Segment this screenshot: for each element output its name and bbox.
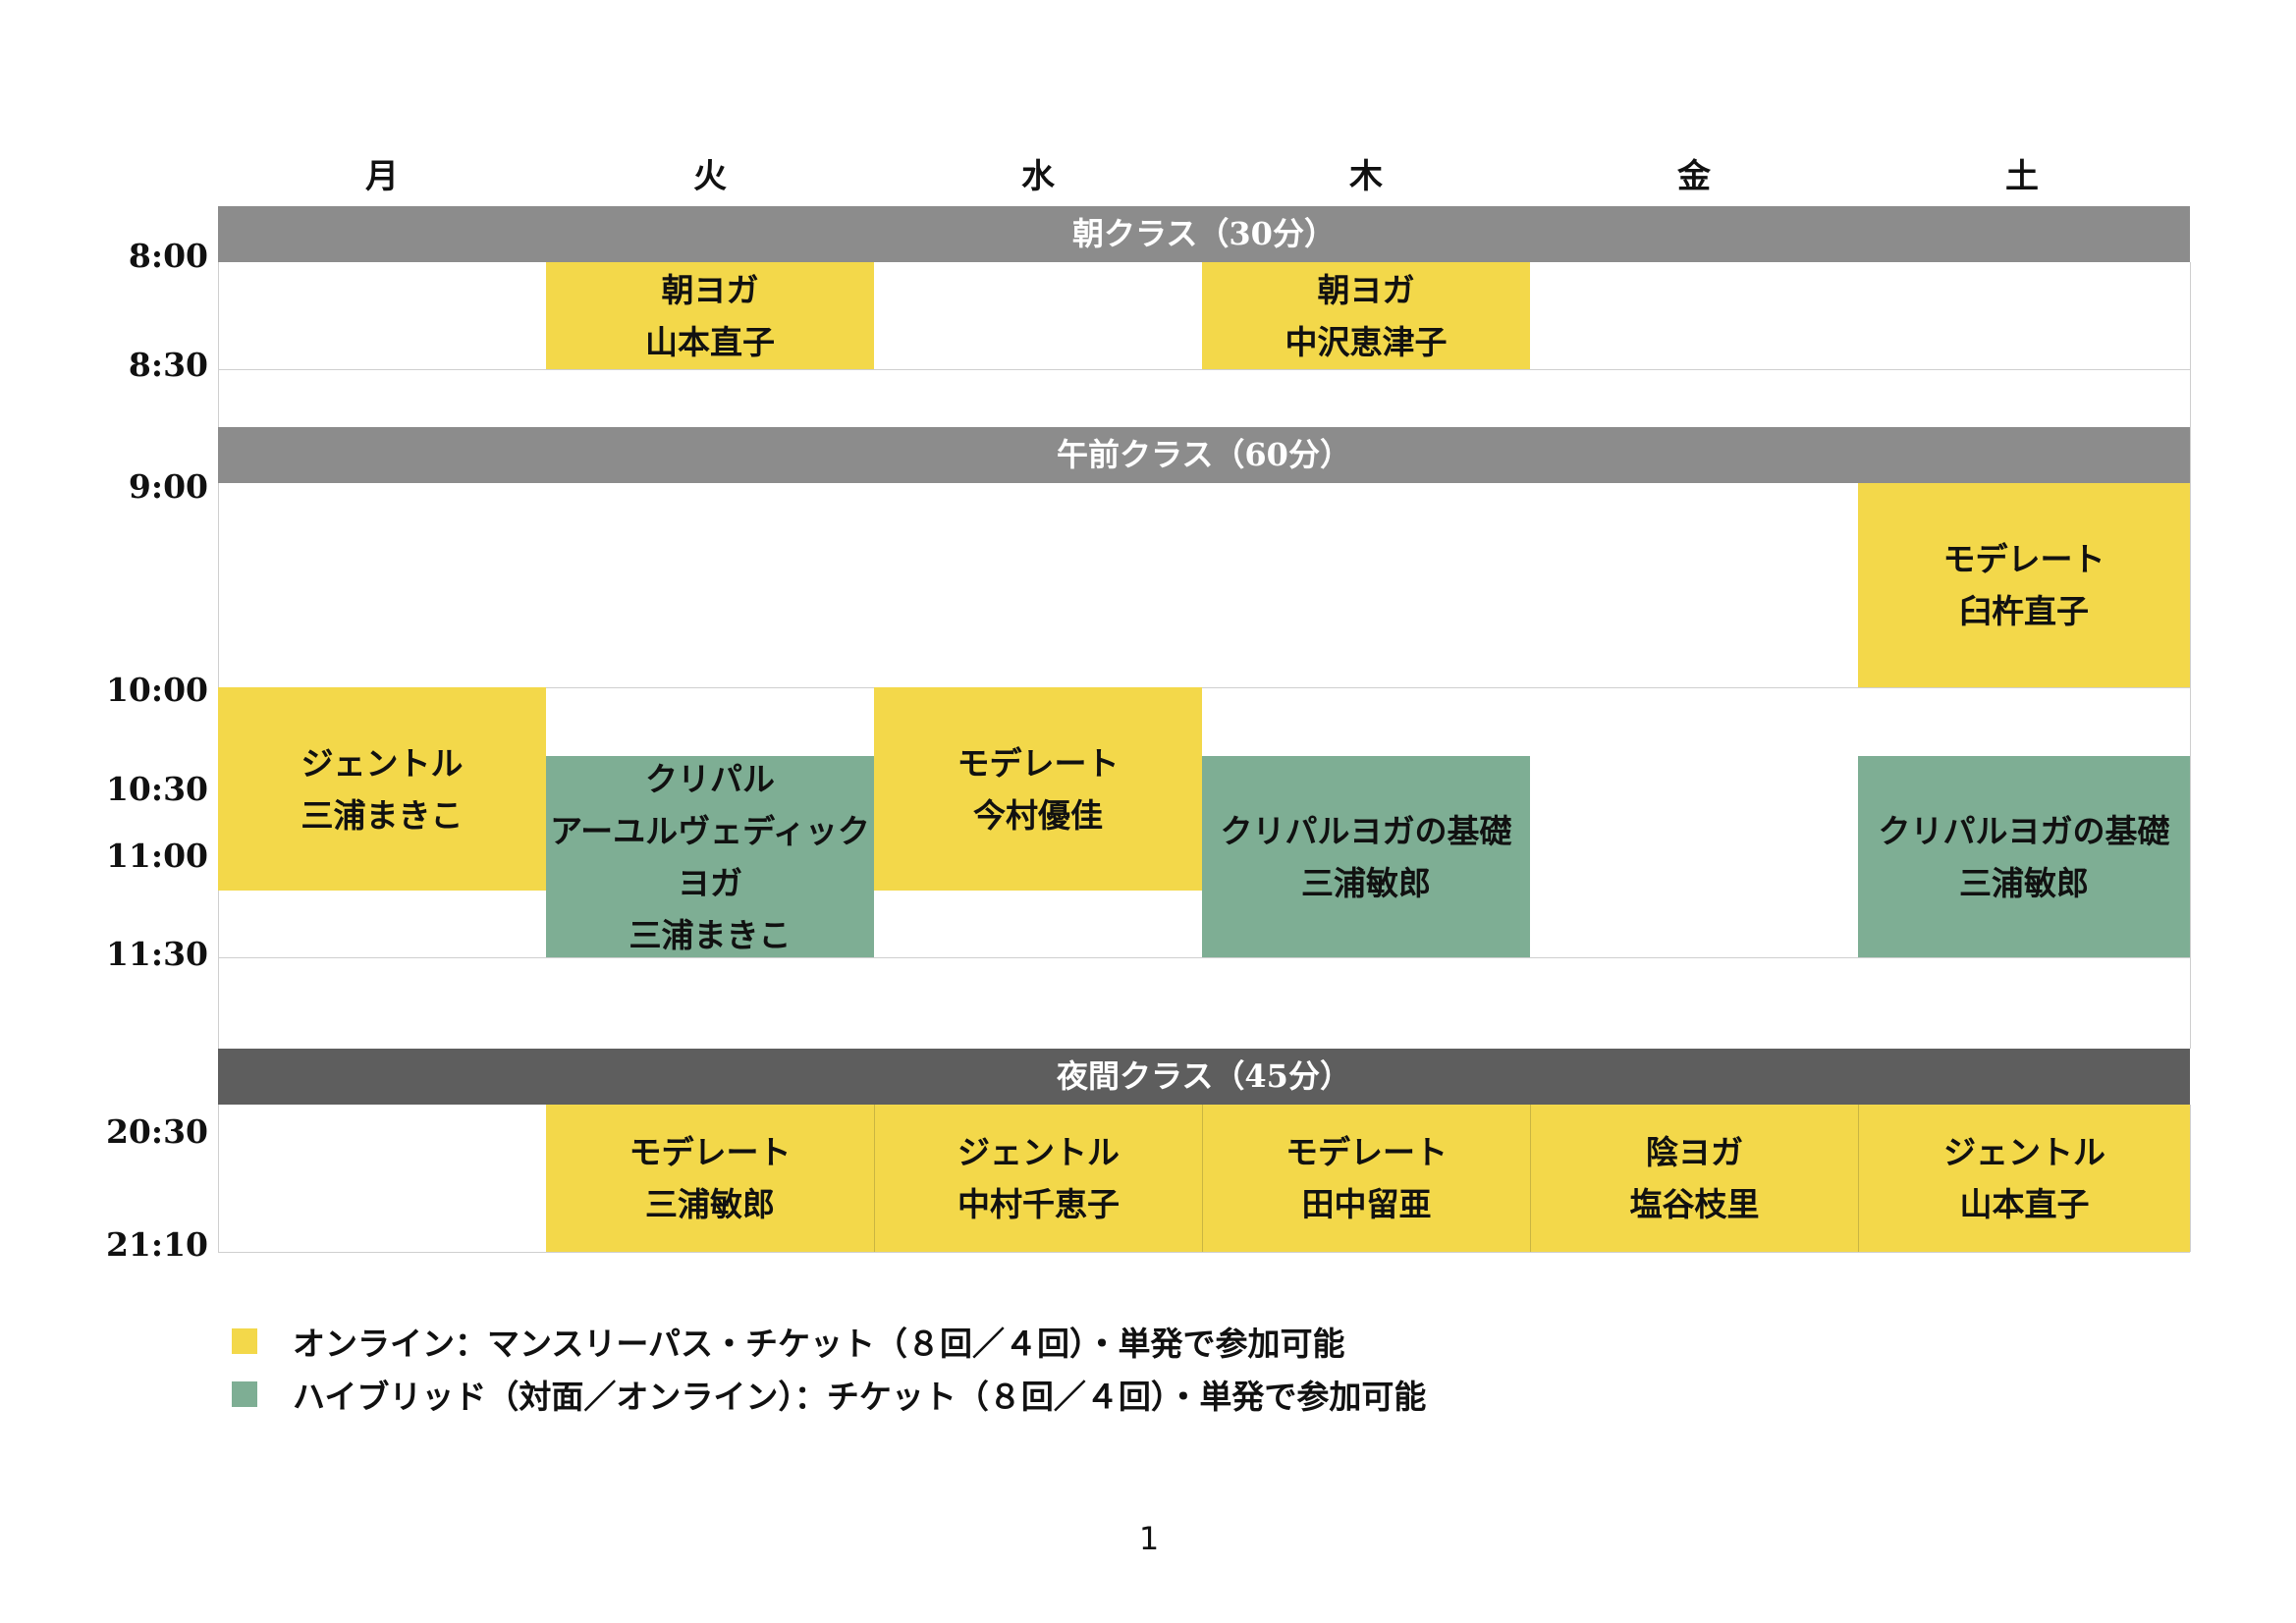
day-header-wed: 水 [1021,157,1055,196]
instructor-name: 山本直子 [645,322,775,361]
grid-line [218,369,2190,370]
grid-line [2190,1105,2191,1252]
grid-line [218,1105,219,1252]
instructor-name: 田中留亜 [1301,1185,1432,1223]
class-cell-thu-night: モデレート 田中留亜 [1202,1105,1530,1252]
time-label-1130: 11:30 [105,935,208,973]
page-number: 1 [1138,1520,1160,1557]
legend-online-swatch [232,1328,257,1354]
time-label-1000: 10:00 [105,671,208,709]
legend-online-text: オンライン：マンスリーパス・チケット（８回／４回）・単発で参加可能 [293,1325,1345,1363]
time-label-0830: 8:30 [128,346,208,384]
legend-online: オンライン：マンスリーパス・チケット（８回／４回）・単発で参加可能 [232,1318,1345,1365]
class-name: クリパルヨガの基礎 [1878,811,2170,850]
class-cell-tue-night: モデレート 三浦敏郎 [546,1105,874,1252]
instructor-name: 臼杵直子 [1959,592,2089,630]
instructor-name: 三浦敏郎 [1959,863,2089,902]
instructor-name: 今村優佳 [973,795,1103,835]
instructor-name: 三浦敏郎 [645,1185,775,1223]
grid-line [218,1252,2190,1253]
class-name-line: ヨガ [678,863,742,902]
day-header-mon: 月 [365,157,399,196]
legend-hybrid: ハイブリッド（対面／オンライン）：チケット（８回／４回）・単発で参加可能 [232,1371,1426,1418]
time-label-2030: 20:30 [105,1112,208,1151]
day-header-thu: 木 [1349,157,1383,196]
day-header-sat: 土 [2005,157,2039,196]
class-name: モデレート [957,743,1120,783]
instructor-name: 中村千恵子 [957,1185,1120,1223]
grid-line [218,262,219,1049]
class-name: 朝ヨガ [1317,270,1415,309]
class-name-line: クリパル [645,759,775,798]
class-name: ジェントル [1943,1133,2105,1171]
class-cell-mon-1000: ジェントル 三浦まきこ [218,687,546,891]
time-label-0900: 9:00 [128,467,208,506]
class-name-line: アーユルヴェディック [550,811,870,850]
class-cell-sat-1030: クリパルヨガの基礎 三浦敏郎 [1858,756,2190,957]
grid-line [218,687,2190,688]
class-name: モデレート [1942,540,2105,578]
night-class-band: 夜間クラス（45分） [218,1049,2190,1105]
morning-class-band: 朝クラス（30分） [218,206,2190,262]
forenoon-class-band: 午前クラス（60分） [218,427,2190,483]
day-header-tue: 火 [693,157,727,196]
day-header-fri: 金 [1677,157,1711,196]
instructor-name: 中沢恵津子 [1285,322,1448,361]
class-name: 朝ヨガ [661,270,759,309]
class-cell-tue-1030: クリパル アーユルヴェディック ヨガ 三浦まきこ [546,756,874,957]
class-cell-thu-1030: クリパルヨガの基礎 三浦敏郎 [1202,756,1530,957]
legend-hybrid-swatch [232,1381,257,1407]
class-cell-sat-night: ジェントル 山本直子 [1858,1105,2190,1252]
instructor-name: 山本直子 [1959,1185,2090,1223]
time-label-1100: 11:00 [105,837,208,875]
class-cell-tue-morning: 朝ヨガ 山本直子 [546,262,874,369]
class-name: モデレート [1285,1133,1448,1171]
class-cell-fri-night: 陰ヨガ 塩谷枝里 [1530,1105,1858,1252]
time-label-0800: 8:00 [128,237,208,275]
grid-line [2190,262,2191,1049]
class-cell-wed-night: ジェントル 中村千恵子 [874,1105,1202,1252]
legend-hybrid-text: ハイブリッド（対面／オンライン）：チケット（８回／４回）・単発で参加可能 [293,1378,1427,1416]
instructor-name: 塩谷枝里 [1629,1185,1760,1223]
class-name: クリパルヨガの基礎 [1220,811,1512,850]
class-cell-thu-morning: 朝ヨガ 中沢恵津子 [1202,262,1530,369]
class-name: 陰ヨガ [1646,1133,1743,1171]
time-label-2110: 21:10 [105,1225,208,1264]
instructor-name: 三浦敏郎 [1301,863,1431,902]
class-cell-sat-0900: モデレート 臼杵直子 [1858,483,2190,687]
time-label-1030: 10:30 [105,770,208,808]
class-name: モデレート [629,1133,792,1171]
grid-line [218,957,2190,958]
class-cell-wed-1000: モデレート 今村優佳 [874,687,1202,891]
instructor-name: 三浦まきこ [629,915,792,954]
class-name: ジェントル [957,1133,1120,1171]
instructor-name: 三浦まきこ [301,795,464,835]
class-name: ジェントル [301,743,464,783]
